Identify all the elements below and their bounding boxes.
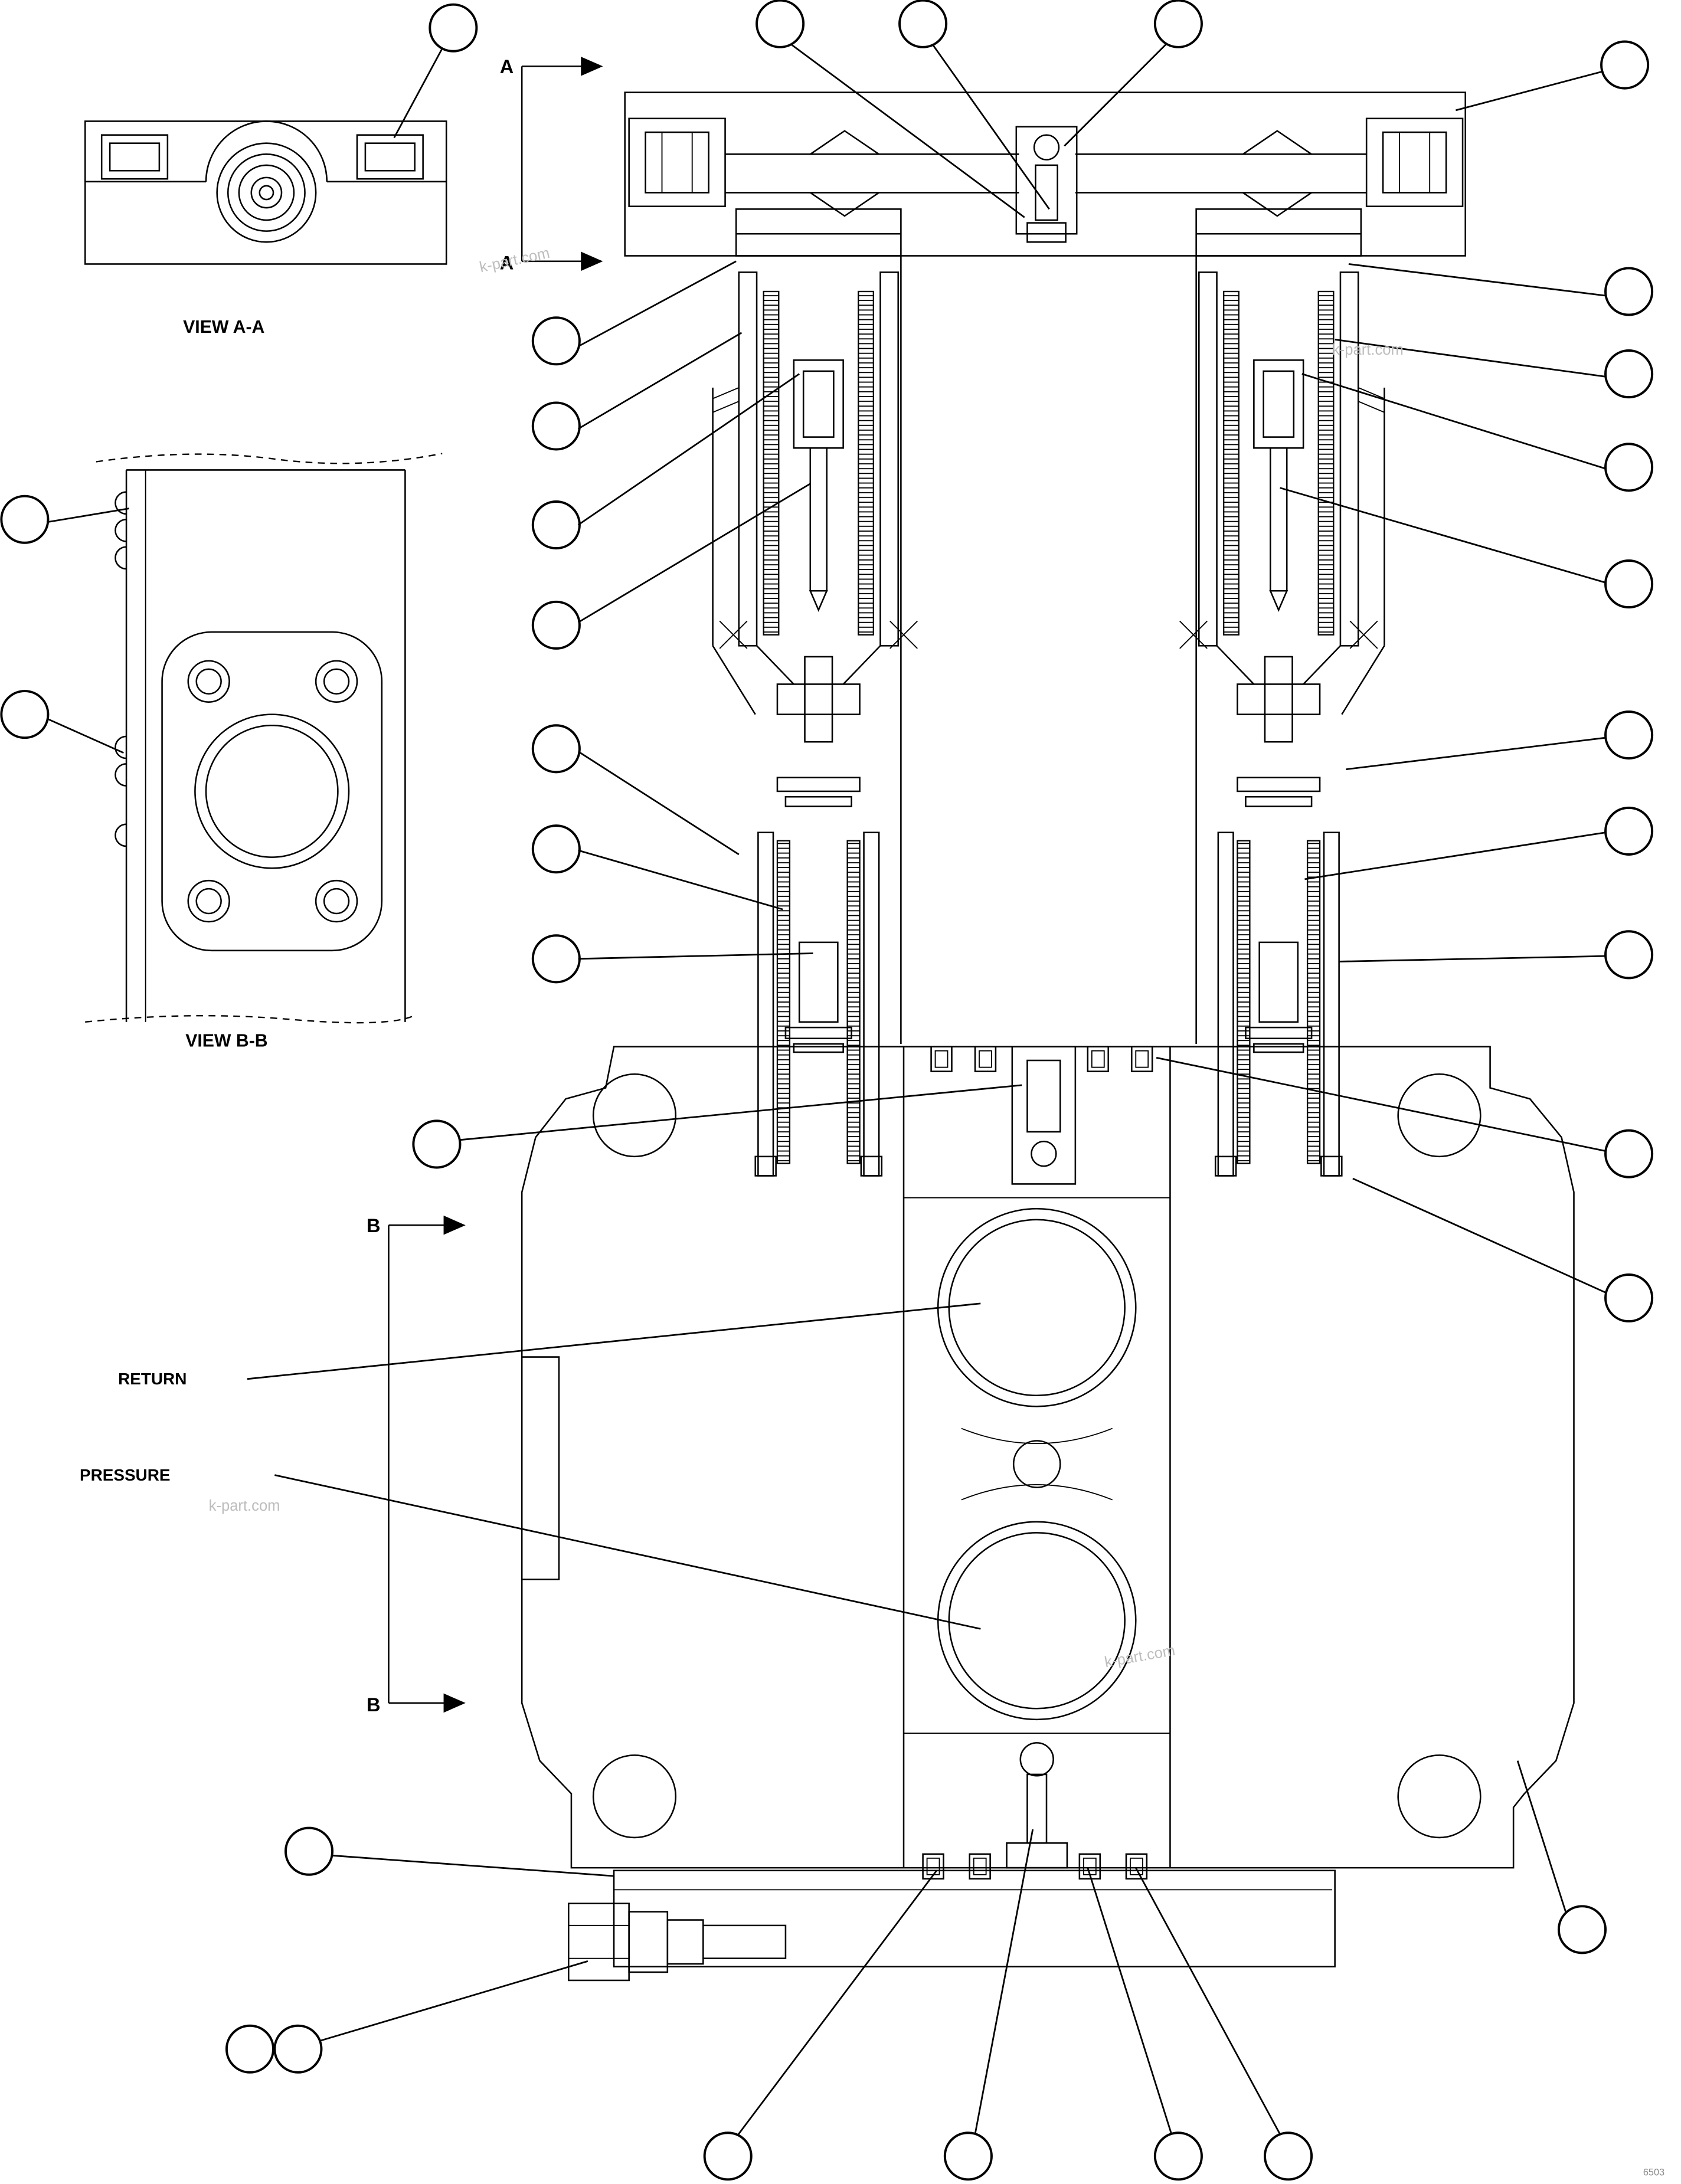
bolt-hole <box>187 660 230 703</box>
boss-outer-circle <box>216 142 317 243</box>
watermark: k-part.com <box>1103 1642 1176 1671</box>
callout <box>1456 40 1650 112</box>
callout <box>1301 373 1654 492</box>
mounting-hole <box>1397 1073 1481 1158</box>
mounting-hole <box>592 1754 677 1839</box>
mounting-hole <box>592 1073 677 1158</box>
callout <box>531 483 811 650</box>
return-label: RETURN <box>118 1370 187 1388</box>
section-marker-b: B B <box>367 1215 466 1715</box>
callout <box>898 0 1050 210</box>
callout <box>1335 339 1654 399</box>
callout <box>531 934 813 984</box>
callout <box>756 0 1025 218</box>
svg-text:A: A <box>500 253 514 274</box>
section-arrow <box>581 251 603 271</box>
callout <box>1304 806 1654 880</box>
callout <box>284 1826 614 1877</box>
leader-line <box>247 1302 981 1380</box>
callout <box>1346 710 1654 771</box>
valve-body <box>521 1046 1575 1880</box>
bottom-plate <box>568 1869 1336 1982</box>
callout <box>531 724 740 856</box>
mounting-hole <box>1397 1754 1481 1839</box>
callout <box>0 495 129 544</box>
svg-text:A: A <box>500 56 514 77</box>
pressure-label: PRESSURE <box>80 1466 171 1484</box>
upper-center-valve <box>1011 1046 1077 1185</box>
bolt-hole <box>315 660 358 703</box>
callout <box>531 260 737 366</box>
leader-line <box>274 1474 981 1630</box>
top-center-check-valve <box>1015 126 1078 243</box>
view-aa-label: VIEW A-A <box>183 317 264 337</box>
callout <box>1064 0 1203 147</box>
view-bb-label: VIEW B-B <box>185 1032 267 1051</box>
callout <box>1087 1867 1203 2181</box>
callout <box>1348 263 1654 316</box>
watermark: k-part.com <box>1332 342 1404 358</box>
flange-outline <box>161 631 383 952</box>
svg-text:B: B <box>367 1215 381 1236</box>
lower-center-valve <box>1006 1742 1068 1869</box>
bottom-left-fitting <box>568 1903 787 1982</box>
svg-text:B: B <box>367 1694 381 1715</box>
callout <box>531 373 800 550</box>
callout <box>393 3 478 139</box>
bottom-port-plugs <box>922 1853 1148 1880</box>
break-line-top <box>96 453 443 464</box>
section-arrow <box>443 1215 466 1235</box>
top-plate <box>624 91 1466 257</box>
callout <box>0 690 124 754</box>
pressure-port-circle <box>937 1521 1137 1721</box>
view-bb-drawing: VIEW B-B <box>85 453 443 1051</box>
sheet-code: 6503 <box>1643 2167 1664 2178</box>
callout <box>1516 1760 1607 1954</box>
callout <box>943 1829 1034 2181</box>
top-port-plugs <box>930 1046 1153 1072</box>
bolt-hole <box>315 879 358 923</box>
callout <box>1135 1867 1313 2181</box>
bolt-hole <box>187 879 230 923</box>
break-line-bottom <box>85 1015 413 1024</box>
callout <box>225 1960 588 2074</box>
section-arrow <box>581 57 603 76</box>
callout <box>1156 1056 1654 1178</box>
main-section-view <box>521 91 1575 1982</box>
center-bore <box>1012 1440 1061 1488</box>
port-labels: RETURN PRESSURE <box>80 1302 981 1630</box>
watermark: k-part.com <box>209 1498 280 1514</box>
return-port-circle <box>937 1207 1137 1407</box>
watermark: k-part.com <box>478 245 551 276</box>
section-arrow <box>443 1693 466 1713</box>
flange-bore <box>194 713 350 869</box>
callout <box>1339 930 1654 980</box>
callout <box>1280 487 1654 609</box>
callout <box>703 1869 937 2181</box>
view-aa-drawing: VIEW A-A <box>84 120 447 337</box>
callout <box>531 824 783 911</box>
section-marker-a: A A <box>500 56 603 274</box>
callout <box>412 1084 1022 1169</box>
callout <box>1352 1177 1654 1323</box>
callout <box>531 332 743 451</box>
